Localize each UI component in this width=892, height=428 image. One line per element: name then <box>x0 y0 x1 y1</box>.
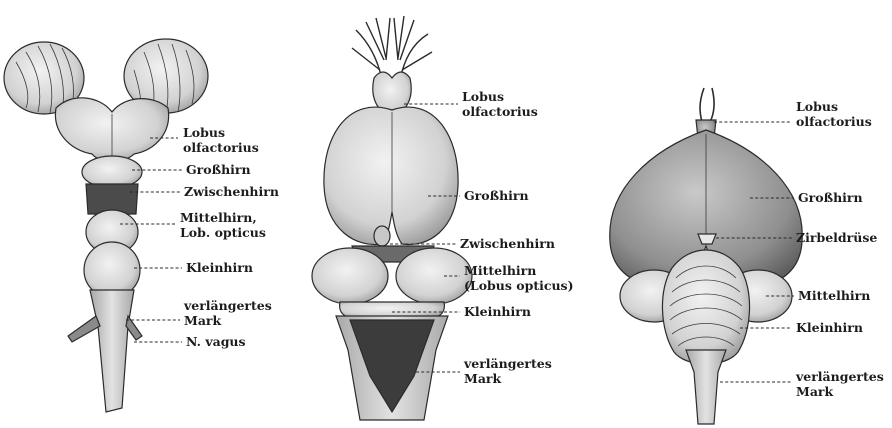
specimen-3-drawing <box>610 88 803 424</box>
specimen-1-drawing <box>4 39 208 412</box>
specimen-3-medulla <box>686 350 726 424</box>
specimen-1-medulla <box>90 290 134 412</box>
label-zwischenhirn: Zwischenhirn <box>460 236 555 251</box>
labels-specimen-1: Lobus olfactorius Großhirn Zwischenhirn … <box>180 125 279 349</box>
labels-specimen-3: Lobus olfactorius Großhirn Zirbeldrüse M… <box>795 99 884 399</box>
specimen-2-cerebrum <box>324 107 458 244</box>
specimen-1-vagus-nerve-left <box>68 316 100 342</box>
specimen-2-pineal <box>374 226 390 246</box>
specimen-2-midbrain-left <box>312 248 388 304</box>
label-verlaengertes-mark: verlängertes <box>795 369 884 384</box>
label-mittelhirn: Mittelhirn <box>464 263 536 278</box>
label-mittelhirn-cont: (Lobus opticus) <box>464 278 574 293</box>
label-kleinhirn: Kleinhirn <box>796 320 863 335</box>
label-lobus-olfactorius-cont: olfactorius <box>796 114 872 129</box>
label-lobus-olfactorius-cont: olfactorius <box>183 140 259 155</box>
label-kleinhirn: Kleinhirn <box>186 260 253 275</box>
label-mittelhirn-cont: Lob. opticus <box>180 225 266 240</box>
label-grosshirn: Großhirn <box>186 162 251 177</box>
specimen-2-olfactory-nerves <box>352 16 432 80</box>
label-lobus-olfactorius: Lobus <box>796 99 838 114</box>
label-mittelhirn: Mittelhirn, <box>180 210 257 225</box>
label-grosshirn: Großhirn <box>464 188 529 203</box>
label-verlaengertes-mark-cont: Mark <box>796 384 834 399</box>
label-verlaengertes-mark-cont: Mark <box>464 371 502 386</box>
label-verlaengertes-mark-cont: Mark <box>184 313 222 328</box>
label-lobus-olfactorius: Lobus <box>183 125 225 140</box>
specimen-2-midbrain-right <box>396 248 472 304</box>
label-mittelhirn: Mittelhirn <box>798 288 870 303</box>
label-zirbeldruese: Zirbeldrüse <box>796 230 877 245</box>
label-zwischenhirn: Zwischenhirn <box>184 184 279 199</box>
label-verlaengertes-mark: verlängertes <box>463 356 552 371</box>
specimen-3-olfactory-nerves <box>700 88 714 122</box>
specimen-1-cerebrum <box>82 156 142 188</box>
label-n-vagus: N. vagus <box>186 334 246 349</box>
labels-specimen-2: Lobus olfactorius Großhirn Zwischenhirn … <box>460 89 574 386</box>
label-lobus-olfactorius: Lobus <box>462 89 504 104</box>
label-verlaengertes-mark: verlängertes <box>183 298 272 313</box>
label-grosshirn: Großhirn <box>798 190 863 205</box>
label-kleinhirn: Kleinhirn <box>464 304 531 319</box>
specimen-3-cerebellum <box>662 250 749 364</box>
label-lobus-olfactorius-cont: olfactorius <box>462 104 538 119</box>
specimen-2-drawing <box>312 16 472 420</box>
